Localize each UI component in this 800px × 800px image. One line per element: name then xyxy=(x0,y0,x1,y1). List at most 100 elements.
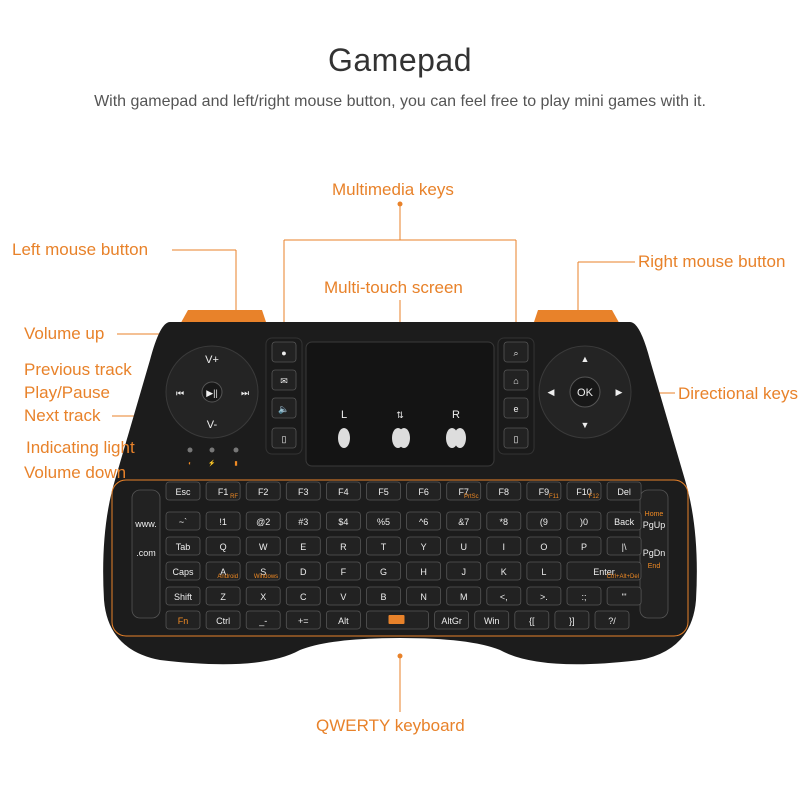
one-finger-icon xyxy=(338,428,350,448)
key-f[interactable] xyxy=(325,561,361,581)
key-3[interactable] xyxy=(285,511,321,531)
key-del[interactable] xyxy=(606,481,642,501)
arrow-up-icon[interactable]: ▲ xyxy=(581,354,590,364)
key-6[interactable] xyxy=(406,511,442,531)
key-f10[interactable] xyxy=(566,481,602,501)
key-0[interactable] xyxy=(566,511,602,531)
media-key-home-page[interactable] xyxy=(503,369,529,391)
key-z[interactable] xyxy=(205,586,241,606)
key-f7[interactable] xyxy=(446,481,482,501)
ok-label: OK xyxy=(577,387,594,399)
key-symbol[interactable] xyxy=(514,610,550,630)
next-track-icon[interactable]: ⏭ xyxy=(241,388,249,398)
key-enter[interactable] xyxy=(566,561,642,581)
key-f4[interactable] xyxy=(325,481,361,501)
key-t[interactable] xyxy=(366,536,401,556)
key-b[interactable] xyxy=(366,586,401,606)
arrow-down-icon[interactable]: ▼ xyxy=(581,420,590,430)
key-f6[interactable] xyxy=(406,481,442,501)
arrow-right-icon[interactable]: ▶ xyxy=(616,387,623,397)
key-l[interactable] xyxy=(526,561,562,581)
key-f2[interactable] xyxy=(245,481,281,501)
key-sublabel: Ctrl+Alt+Del xyxy=(607,574,639,580)
play-pause-button[interactable] xyxy=(201,381,223,403)
volume-up-label: V+ xyxy=(205,354,219,366)
key-n[interactable] xyxy=(406,586,442,606)
key-p[interactable] xyxy=(566,536,602,556)
key-sublabel: PrtSc xyxy=(464,494,479,500)
key-o[interactable] xyxy=(526,536,562,556)
home-key-label[interactable]: Home xyxy=(645,511,664,518)
key-v[interactable] xyxy=(325,586,361,606)
key-esc[interactable] xyxy=(165,481,201,501)
key-x[interactable] xyxy=(245,586,281,606)
key-2[interactable] xyxy=(245,511,281,531)
key-q[interactable] xyxy=(205,536,241,556)
key-win[interactable] xyxy=(474,610,510,630)
key-symbol[interactable] xyxy=(486,586,522,606)
key-f9[interactable] xyxy=(526,481,562,501)
media-key-search[interactable] xyxy=(503,341,529,363)
key-symbol[interactable] xyxy=(606,586,642,606)
key-symbol[interactable] xyxy=(526,586,562,606)
dotcom-key[interactable]: .com xyxy=(136,548,156,558)
key-symbol[interactable] xyxy=(594,610,630,630)
media-key-browser[interactable] xyxy=(503,397,529,419)
key-i[interactable] xyxy=(486,536,522,556)
key-label: I xyxy=(503,542,506,552)
key-label: E xyxy=(300,542,306,552)
ok-button[interactable] xyxy=(569,376,601,408)
key-ctrl[interactable] xyxy=(205,610,241,630)
key-symbol[interactable] xyxy=(606,536,642,556)
key-7[interactable] xyxy=(446,511,482,531)
key-4[interactable] xyxy=(325,511,361,531)
key-m[interactable] xyxy=(446,586,482,606)
key-symbol[interactable] xyxy=(165,511,201,531)
www-key[interactable]: www. xyxy=(134,519,157,529)
media-key-mute[interactable] xyxy=(271,397,297,419)
key-d[interactable] xyxy=(285,561,321,581)
key-caps[interactable] xyxy=(165,561,201,581)
key-8[interactable] xyxy=(486,511,522,531)
key-y[interactable] xyxy=(406,536,442,556)
key-fn[interactable] xyxy=(165,610,201,630)
key-alt[interactable] xyxy=(325,610,361,630)
key-g[interactable] xyxy=(366,561,401,581)
key-symbol[interactable] xyxy=(245,610,281,630)
key-label: %5 xyxy=(377,517,390,527)
key-e[interactable] xyxy=(285,536,321,556)
key-symbol[interactable] xyxy=(285,610,321,630)
key-sublabel: RF xyxy=(230,494,238,500)
key-c[interactable] xyxy=(285,586,321,606)
right-click-key[interactable] xyxy=(503,427,529,449)
key-back[interactable] xyxy=(606,511,642,531)
key-shift[interactable] xyxy=(165,586,201,606)
pgdn-key-label[interactable]: PgDn xyxy=(643,548,666,558)
arrow-left-icon[interactable]: ◀ xyxy=(548,387,555,397)
key-k[interactable] xyxy=(486,561,522,581)
key-9[interactable] xyxy=(526,511,562,531)
key-symbol[interactable] xyxy=(554,610,590,630)
key-1[interactable] xyxy=(205,511,241,531)
media-key-home[interactable] xyxy=(271,341,297,363)
key-f5[interactable] xyxy=(366,481,401,501)
left-click-key[interactable] xyxy=(271,427,297,449)
key-r[interactable] xyxy=(325,536,361,556)
key-f1[interactable] xyxy=(205,481,241,501)
key-a[interactable] xyxy=(205,561,241,581)
key-s[interactable] xyxy=(245,561,281,581)
previous-track-icon[interactable]: ⏮ xyxy=(176,388,184,398)
pgup-key-label[interactable]: PgUp xyxy=(643,520,666,530)
media-key-mail[interactable] xyxy=(271,369,297,391)
key-j[interactable] xyxy=(446,561,482,581)
key-w[interactable] xyxy=(245,536,281,556)
key-f8[interactable] xyxy=(486,481,522,501)
key-altgr[interactable] xyxy=(434,610,470,630)
key-symbol[interactable] xyxy=(566,586,602,606)
key-5[interactable] xyxy=(366,511,401,531)
key-f3[interactable] xyxy=(285,481,321,501)
key-u[interactable] xyxy=(446,536,482,556)
key-h[interactable] xyxy=(406,561,442,581)
key-tab[interactable] xyxy=(165,536,201,556)
end-key-label[interactable]: End xyxy=(648,563,661,570)
